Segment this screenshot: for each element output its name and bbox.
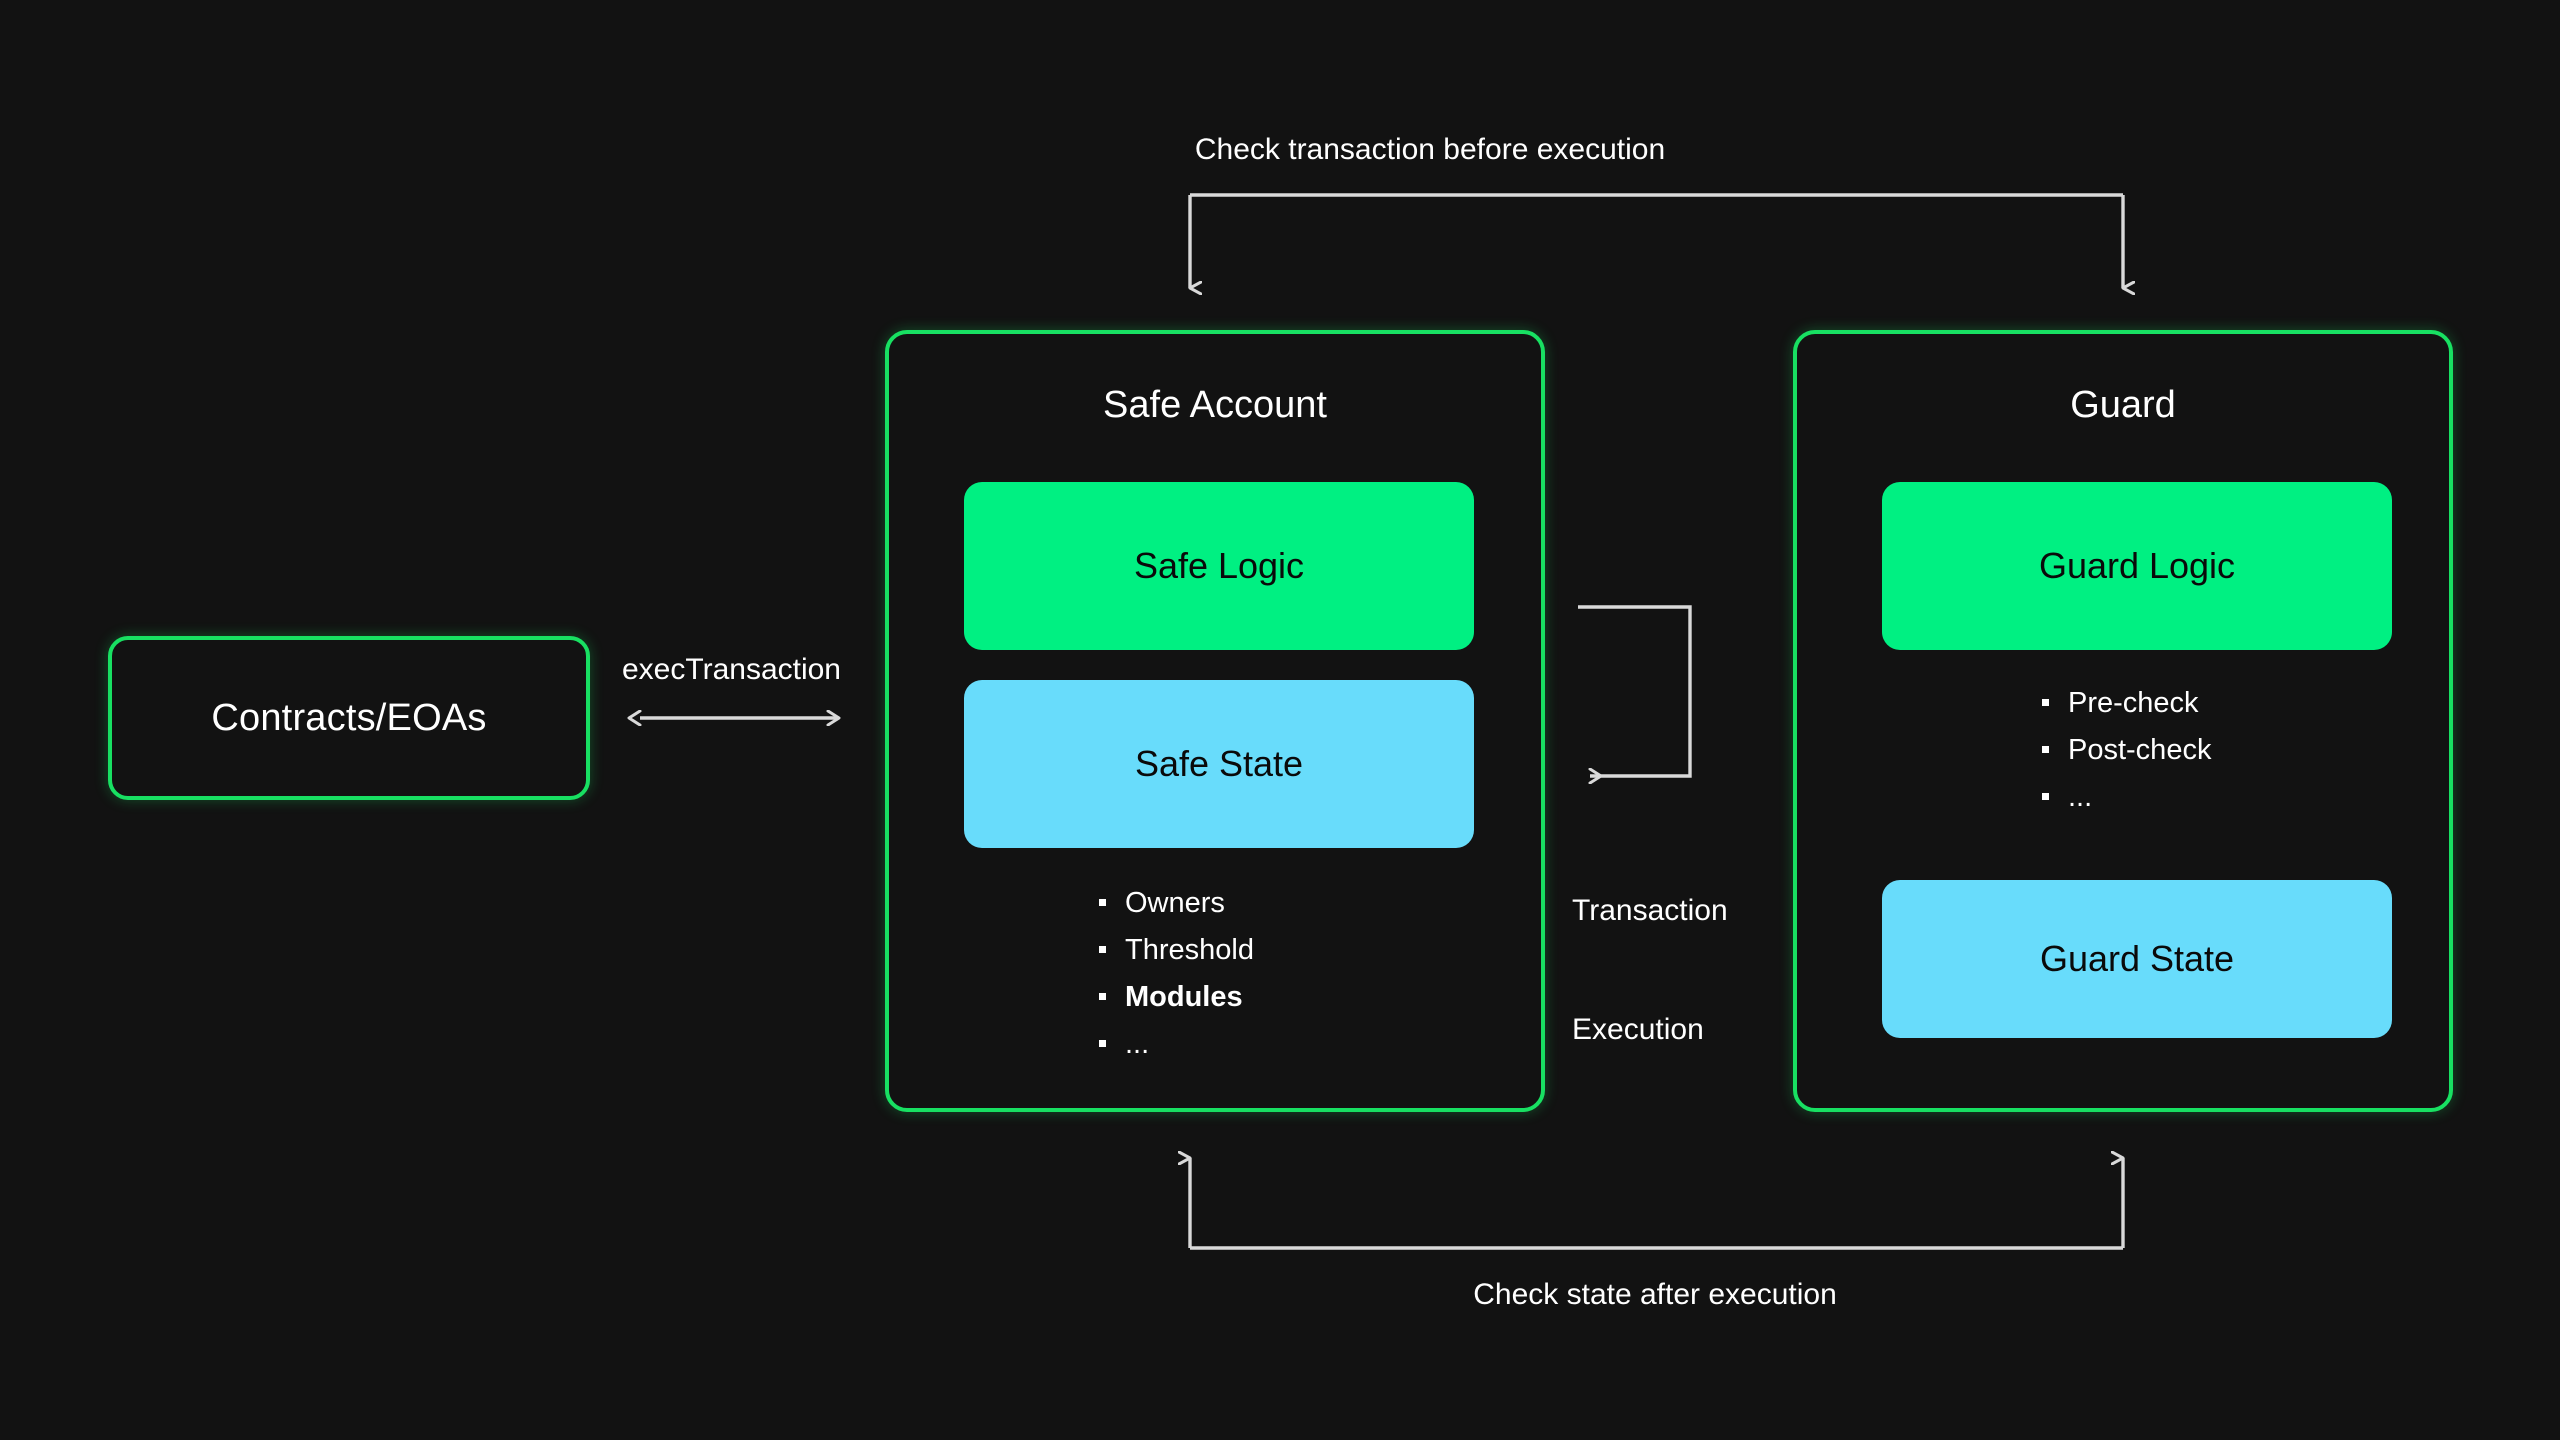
safe-account-title: Safe Account <box>1103 384 1327 426</box>
guard-title: Guard <box>2070 384 2176 426</box>
edge-check-before <box>1188 193 2123 288</box>
list-item: Modules <box>1099 983 1254 1012</box>
bullet-square-icon <box>1099 1040 1106 1047</box>
bullet-square-icon <box>2042 793 2049 800</box>
list-item-label: ... <box>2068 781 2093 813</box>
list-item: Threshold <box>1099 936 1254 965</box>
guard-state-block[interactable]: Guard State <box>1882 880 2392 1038</box>
list-item-label: ... <box>1125 1028 1150 1060</box>
edge-transaction-execution <box>1578 605 1692 776</box>
safe-logic-block[interactable]: Safe Logic <box>964 482 1474 650</box>
edge-label-exec-transaction: execTransaction <box>622 653 841 686</box>
contracts-eoas-label: Contracts/EOAs <box>211 696 487 739</box>
list-item: Owners <box>1099 889 1254 918</box>
list-item: ... <box>1099 1030 1254 1059</box>
bullet-square-icon <box>2042 699 2049 706</box>
list-item-label: Modules <box>1125 981 1243 1013</box>
edge-check-after <box>1190 1158 2125 1250</box>
node-safe-account[interactable]: Safe Account Safe Logic Safe State Owner… <box>885 330 1545 1112</box>
node-contracts-eoas[interactable]: Contracts/EOAs <box>108 636 590 800</box>
guard-logic-block[interactable]: Guard Logic <box>1882 482 2392 650</box>
edge-label-transaction-execution-line2: Execution <box>1572 1012 1704 1046</box>
list-item-label: Owners <box>1125 887 1225 919</box>
edge-label-check-after: Check state after execution <box>1473 1278 1837 1311</box>
list-item-label: Post-check <box>2068 734 2212 766</box>
safe-logic-label: Safe Logic <box>1133 545 1305 586</box>
list-item: Pre-check <box>2042 689 2211 718</box>
edge-label-transaction-execution: Transaction Execution <box>1572 812 1728 1129</box>
list-item: ... <box>2042 783 2211 812</box>
guard-state-label: Guard State <box>2039 938 2235 979</box>
bullet-square-icon <box>2042 746 2049 753</box>
list-item: Post-check <box>2042 736 2211 765</box>
guard-logic-item-list: Pre-check Post-check ... <box>2042 689 2211 830</box>
safe-state-label: Safe State <box>1134 743 1304 784</box>
node-guard[interactable]: Guard Guard Logic Pre-check Post-check .… <box>1793 330 2453 1112</box>
edge-label-check-before: Check transaction before execution <box>1194 133 1666 166</box>
list-item-label: Pre-check <box>2068 687 2199 719</box>
safe-state-item-list: Owners Threshold Modules ... <box>1099 889 1254 1077</box>
bullet-square-icon <box>1099 899 1106 906</box>
guard-logic-label: Guard Logic <box>2038 545 2236 586</box>
safe-state-block[interactable]: Safe State <box>964 680 1474 848</box>
bullet-square-icon <box>1099 946 1106 953</box>
bullet-square-icon <box>1099 993 1106 1000</box>
edge-label-transaction-execution-line1: Transaction <box>1572 894 1728 928</box>
list-item-label: Threshold <box>1125 934 1254 966</box>
